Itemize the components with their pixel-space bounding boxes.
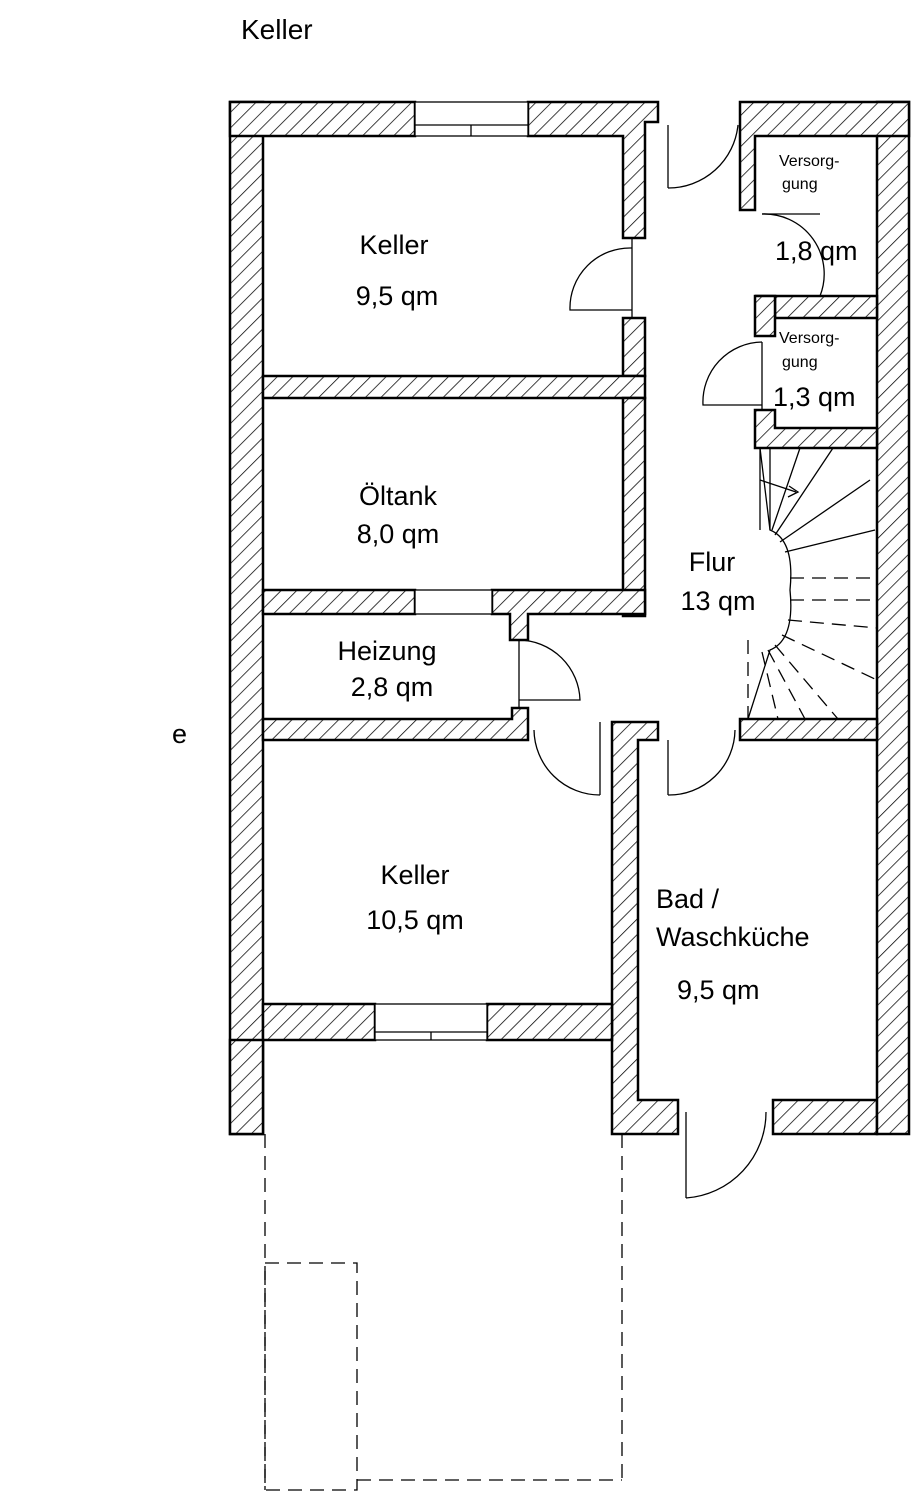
room-oeltank-name: Öltank	[359, 481, 438, 511]
wall-east	[875, 100, 911, 1136]
wall-north-east	[738, 100, 911, 212]
wall-keller-bad	[610, 720, 680, 1136]
wall-oeltank-heizung-left	[261, 588, 417, 616]
room-versorgung-1-name-2: gung	[782, 176, 818, 193]
wall-south-left	[261, 1002, 377, 1042]
wall-versorgung-bottom	[753, 408, 879, 450]
room-heizung-area: 2,8 qm	[351, 672, 434, 702]
window-oeltank	[414, 589, 493, 615]
wall-oeltank-heizung-right	[490, 588, 647, 642]
room-oeltank-area: 8,0 qm	[357, 519, 440, 549]
doors	[518, 124, 825, 1199]
room-bad-name-1: Bad /	[656, 884, 720, 914]
room-flur-name: Flur	[689, 547, 736, 577]
wall-west	[228, 100, 265, 1136]
wall-south-corner	[228, 1038, 265, 1136]
wall-bad-south	[771, 1098, 879, 1136]
outdoor-box	[264, 1262, 358, 1491]
wall-heizung-keller	[261, 706, 530, 742]
plan-title: Keller	[241, 14, 313, 45]
door-versorgung-2	[702, 341, 763, 410]
room-keller-top-name: Keller	[359, 230, 428, 260]
room-versorgung-2-area: 1,3 qm	[773, 382, 856, 412]
room-versorgung-1-area: 1,8 qm	[775, 236, 858, 266]
stray-glyph: e	[172, 719, 187, 749]
wall-keller-oeltank	[261, 374, 647, 400]
room-flur-area: 13 qm	[680, 586, 755, 616]
door-north	[667, 124, 739, 189]
staircase	[747, 447, 878, 720]
room-keller-bottom-area: 10,5 qm	[366, 905, 464, 935]
door-keller-top	[569, 238, 633, 318]
wall-north-right	[526, 100, 660, 240]
room-versorgung-2-name-1: Versorg-	[779, 330, 839, 347]
wall-south-right	[485, 1002, 614, 1042]
wall-oeltank-flur	[621, 396, 647, 618]
room-keller-top-area: 9,5 qm	[356, 281, 439, 311]
room-versorgung-2-name-2: gung	[782, 354, 818, 371]
room-bad-name-2: Waschküche	[656, 922, 810, 952]
room-heizung-name: Heizung	[337, 636, 436, 666]
wall-keller-flur	[621, 316, 647, 378]
outdoor-outline	[264, 1134, 623, 1491]
room-versorgung-1-name-1: Versorg-	[779, 153, 839, 170]
room-bad-area: 9,5 qm	[677, 975, 760, 1005]
windows	[374, 101, 529, 1041]
door-bad	[667, 729, 736, 796]
door-versorgung-1	[761, 213, 825, 297]
wall-north-left	[228, 100, 417, 138]
door-heizung	[518, 639, 581, 708]
room-keller-bottom-name: Keller	[380, 860, 449, 890]
wall-versorgung-pier	[753, 294, 777, 338]
door-bad-south	[685, 1111, 767, 1199]
wall-bad-north	[738, 717, 879, 742]
door-keller-bottom	[533, 722, 601, 796]
